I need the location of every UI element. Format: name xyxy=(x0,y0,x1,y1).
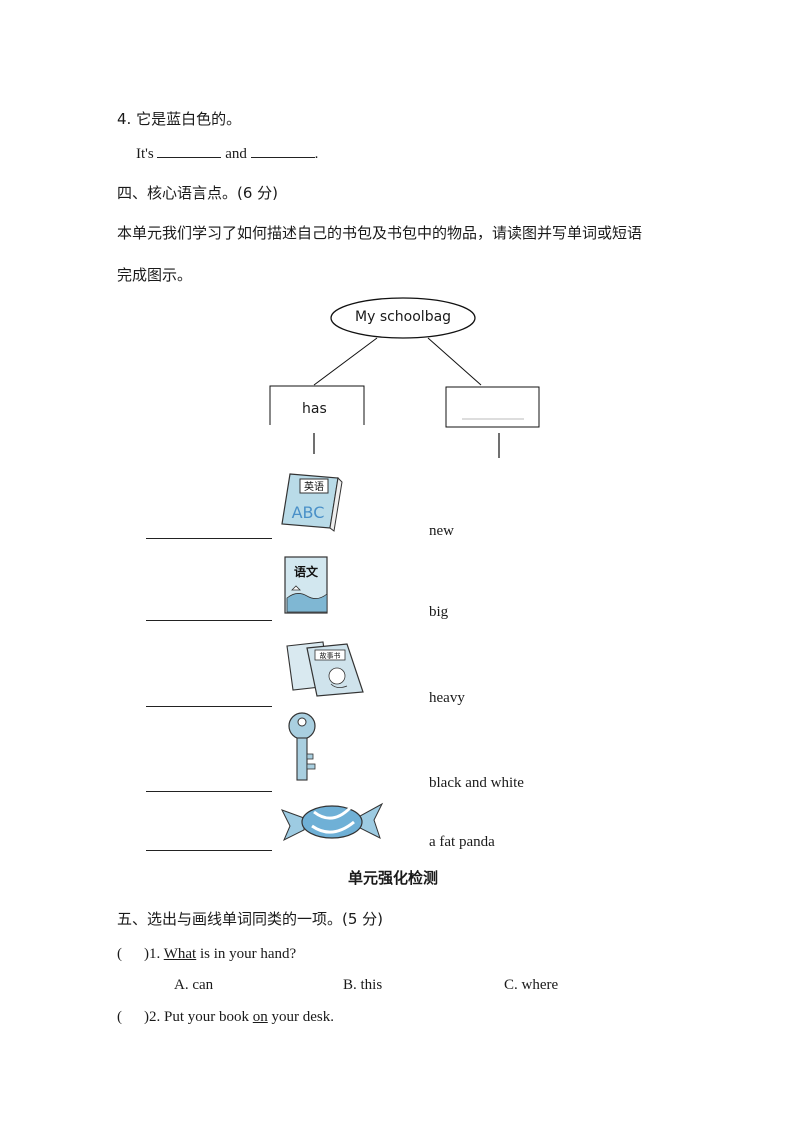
answer-paren-close: ) xyxy=(144,946,149,962)
option-c[interactable]: C. where xyxy=(504,977,559,993)
section-4-instruction-line1: 本单元我们学习了如何描述自己的书包及书包中的物品，请读图并写单词或短语 xyxy=(117,224,643,242)
question-number: 2. xyxy=(149,1009,161,1025)
answer-blank-1[interactable] xyxy=(157,157,222,158)
unit-test-title: 单元强化检测 xyxy=(348,869,439,887)
left-box-outline xyxy=(269,385,365,425)
answer-blank-2[interactable] xyxy=(250,157,315,158)
english-book-icon: 英语 ABC xyxy=(281,473,343,532)
section-4-title: 四、核心语言点。(6 分) xyxy=(117,184,279,202)
chinese-book-icon: 语文 xyxy=(284,556,328,614)
option-a[interactable]: A. can xyxy=(174,977,214,993)
item-1-description: new xyxy=(429,523,454,539)
item-3-blank[interactable] xyxy=(146,706,272,707)
item-1-blank[interactable] xyxy=(146,538,272,539)
connector-right xyxy=(427,337,482,386)
item-2-description: big xyxy=(429,604,449,620)
answer-prefix: It's xyxy=(136,146,154,162)
underlined-word: on xyxy=(252,1009,268,1025)
question-text: is in your hand? xyxy=(199,946,297,962)
question-2: ()2. Put your book on your desk. xyxy=(117,1009,334,1026)
item-5-blank[interactable] xyxy=(146,850,272,851)
option-b[interactable]: B. this xyxy=(343,977,383,993)
section-5-title: 五、选出与画线单词同类的一项。(5 分) xyxy=(117,910,384,928)
item-4-description: black and white xyxy=(429,775,524,791)
chinese-book-title: 语文 xyxy=(294,564,319,579)
item-4-blank[interactable] xyxy=(146,791,272,792)
item-2-blank[interactable] xyxy=(146,620,272,621)
root-ellipse xyxy=(330,297,476,339)
root-label: My schoolbag xyxy=(355,309,452,325)
answer-paren-open: ( xyxy=(117,946,122,962)
answer-paren-close: ) xyxy=(144,1009,149,1025)
question-text-before: Put your book xyxy=(164,1009,250,1025)
answer-paren-open: ( xyxy=(117,1009,122,1025)
question-4-prompt: 4. 它是蓝白色的。 xyxy=(117,110,242,128)
storybook-title: 故事书 xyxy=(320,651,341,660)
question-number: 1. xyxy=(149,946,161,962)
question-4-answer-line: It's and . xyxy=(136,146,319,162)
right-box-outline xyxy=(445,386,540,428)
connector-left xyxy=(313,337,378,386)
question-1: ()1. What is in your hand? xyxy=(117,946,296,963)
english-book-letters: ABC xyxy=(292,503,325,522)
key-icon xyxy=(288,712,316,781)
section-4-instruction-line2: 完成图示。 xyxy=(117,266,193,284)
storybooks-icon: 故事书 xyxy=(286,641,364,697)
item-3-description: heavy xyxy=(429,690,465,706)
english-book-title: 英语 xyxy=(304,480,324,493)
left-box-label: has xyxy=(302,401,327,417)
underlined-word: What xyxy=(163,946,197,962)
answer-and: and xyxy=(225,146,247,162)
candy-icon xyxy=(280,802,384,842)
item-5-description: a fat panda xyxy=(429,834,495,850)
question-text-after: your desk. xyxy=(271,1009,335,1025)
